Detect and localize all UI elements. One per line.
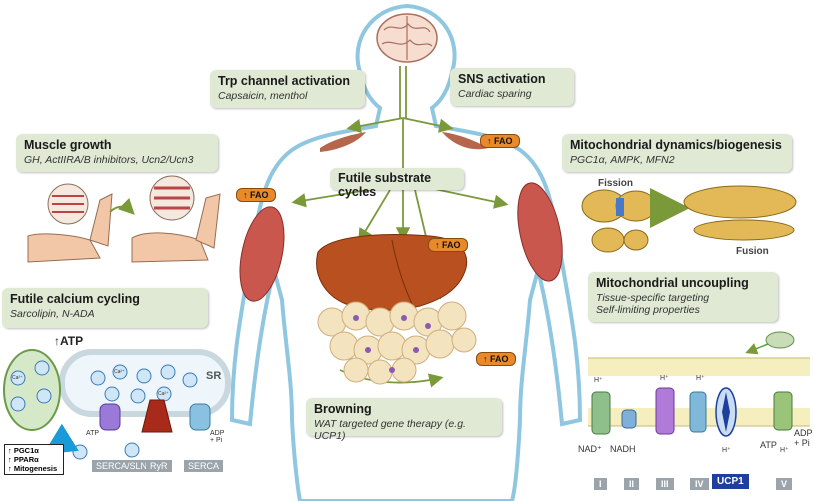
- serca-pump: [189, 403, 211, 431]
- complex-v-shape: [773, 391, 793, 431]
- uncoupling-title: Mitochondrial uncoupling: [596, 276, 749, 290]
- trp-subtitle: Capsaicin, menthol: [218, 90, 308, 102]
- serca-sln-label: SERCA/SLN: [92, 460, 152, 472]
- mitogenesis-box: ↑ PGC1α ↑ PPARα ↑ Mitogenesis: [4, 444, 64, 475]
- sns-title: SNS activation: [458, 72, 546, 86]
- fao-badge-liver: ↑ FAO: [428, 238, 468, 252]
- legend-ppara: ↑ PPARα: [8, 455, 39, 464]
- brain-icon: [376, 13, 438, 63]
- adp-pi-label-mito: ADP + Pi: [794, 428, 813, 448]
- fao-badge-shoulder: ↑ FAO: [480, 134, 520, 148]
- trp-title: Trp channel activation: [218, 74, 350, 88]
- browning-title: Browning: [314, 402, 372, 416]
- serca-label: SERCA: [184, 460, 224, 472]
- trp-channel-box: Trp channel activation Capsaicin, mentho…: [210, 70, 365, 108]
- uncoupling-subtitle-1: Tissue-specific targeting: [596, 292, 710, 304]
- ryr-label: RyR: [146, 460, 172, 472]
- sns-subtitle: Cardiac sparing: [458, 88, 532, 100]
- calcium-ions: [10, 360, 198, 460]
- muscle-growth-box: Muscle growth GH, ActIIRA/B inhibitors, …: [16, 134, 218, 172]
- complex-ii-shape: [621, 409, 637, 429]
- ucp1-label: UCP1: [712, 474, 749, 489]
- nadh-label: NADH: [610, 444, 636, 454]
- fusion-label: Fusion: [736, 246, 769, 257]
- complex-i-label: I: [594, 478, 607, 490]
- complex-iv-shape: [689, 391, 707, 433]
- futile-substrate-box: Futile substrate cycles: [330, 168, 464, 199]
- liver-icon: [316, 234, 468, 311]
- brown-fat-dots: [353, 315, 431, 373]
- serca-sln-pump: [99, 403, 121, 431]
- proton-label-1: H⁺: [594, 377, 603, 384]
- sns-box: SNS activation Cardiac sparing: [450, 68, 574, 106]
- fission-mitochondria: [581, 189, 657, 253]
- browning-subtitle: WAT targeted gene therapy (e.g. UCP1): [314, 418, 466, 442]
- mitochondrion-calcium: [3, 349, 61, 431]
- atp-up-label: ↑ATP: [54, 334, 84, 348]
- mito-dyn-title: Mitochondrial dynamics/biogenesis: [570, 138, 782, 152]
- small-mitochondrion-icon: [765, 331, 795, 349]
- futile-sub-title: Futile substrate cycles: [338, 171, 432, 199]
- fao-badge-fat: ↑ FAO: [476, 352, 516, 366]
- nad-label: NAD⁺: [578, 444, 602, 454]
- uncoupling-box: Mitochondrial uncoupling Tissue-specific…: [588, 272, 778, 322]
- ca-label-2: Ca²⁺: [114, 369, 125, 375]
- complex-v-label: V: [776, 478, 793, 490]
- fission-label: Fission: [598, 178, 634, 189]
- complex-iv-label: IV: [690, 478, 709, 490]
- mito-dynamics-box: Mitochondrial dynamics/biogenesis PGC1α,…: [562, 134, 792, 172]
- ryr-channel: [141, 399, 173, 433]
- adp-pi-label-ca: ADP + Pi: [210, 430, 225, 444]
- muscle-subtitle: GH, ActIIRA/B inhibitors, Ucn2/Ucn3: [24, 154, 194, 166]
- complex-ii-label: II: [624, 478, 640, 490]
- ca-label-1: Ca²⁺: [12, 375, 23, 381]
- futile-ca-title: Futile calcium cycling: [10, 292, 140, 306]
- left-arm-muscle: [239, 206, 285, 302]
- proton-label-4: H⁺: [722, 447, 731, 454]
- atp-label-mito: ATP: [760, 440, 777, 450]
- legend-mitogenesis: ↑ Mitogenesis: [8, 464, 58, 473]
- left-shoulder-muscle: [320, 132, 366, 152]
- proton-label-3: H⁺: [696, 375, 705, 382]
- complex-iii-label: III: [656, 478, 674, 490]
- sr-label: SR: [206, 370, 222, 382]
- uncoupling-subtitle-2: Self-limiting properties: [596, 304, 700, 316]
- atp-label-ca: ATP: [86, 430, 100, 437]
- right-arm-muscle: [517, 182, 563, 282]
- arm-after-illustration: [131, 175, 221, 263]
- futile-ca-subtitle: Sarcolipin, N-ADA: [10, 308, 95, 320]
- complex-iii-shape: [655, 387, 675, 435]
- mito-dyn-subtitle: PGC1α, AMPK, MFN2: [570, 154, 675, 166]
- browning-box: Browning WAT targeted gene therapy (e.g.…: [306, 398, 502, 442]
- right-shoulder-muscle: [442, 132, 488, 150]
- muscle-title: Muscle growth: [24, 138, 112, 152]
- arm-before-illustration: [27, 183, 113, 263]
- proton-label-5: H⁺: [780, 447, 789, 454]
- proton-label-2: H⁺: [660, 375, 669, 382]
- legend-pgc1a: ↑ PGC1α: [8, 446, 39, 455]
- fusion-mitochondria: [683, 185, 797, 241]
- futile-calcium-box: Futile calcium cycling Sarcolipin, N-ADA: [2, 288, 208, 328]
- fao-badge-left-arm: ↑ FAO: [236, 188, 276, 202]
- complex-i-shape: [591, 391, 611, 435]
- ca-label-3: Ca²⁺: [158, 391, 169, 397]
